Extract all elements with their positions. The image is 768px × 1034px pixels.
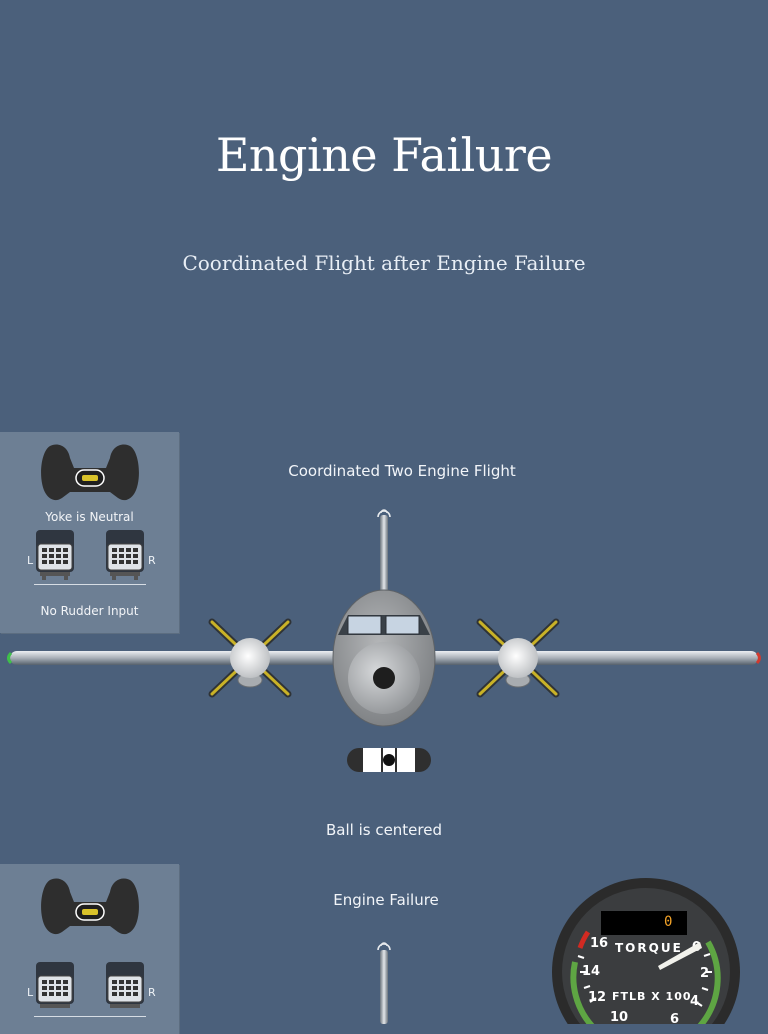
controls-panel-engine-failure: L R	[0, 864, 179, 1034]
gauge-scale-6: 6	[670, 1012, 680, 1027]
yoke-status-label: Yoke is Neutral	[45, 510, 134, 524]
ball-status-caption: Ball is centered	[325, 821, 442, 839]
gauge-scale-12: 12	[588, 990, 607, 1005]
gauge-scale-14: 14	[582, 964, 601, 979]
yoke-icon	[41, 444, 139, 501]
section-caption-engine-failure: Engine Failure	[333, 891, 439, 909]
gauge-scale-16: 16	[590, 936, 609, 951]
twin-engine-aircraft-diagram	[7, 509, 761, 727]
left-pedal-label: L	[27, 554, 34, 567]
torque-gauge-label: TORQUE	[615, 941, 683, 955]
page-title: Engine Failure	[215, 128, 553, 182]
pedal-baseline	[34, 1016, 146, 1017]
right-pedal-label: R	[148, 986, 156, 999]
pedal-baseline	[34, 584, 146, 585]
section-caption: Coordinated Two Engine Flight	[288, 462, 516, 480]
torque-gauge	[552, 878, 740, 1024]
rudder-status-label: No Rudder Input	[40, 604, 139, 618]
gauge-scale-2: 2	[700, 966, 710, 981]
torque-units-label: FTLB X 100	[612, 990, 692, 1003]
aircraft-tail-mast	[377, 942, 391, 1024]
torque-digital-readout: 0	[664, 914, 673, 930]
left-rudder-pedal-icon	[36, 962, 74, 1008]
right-pedal-label: R	[148, 554, 156, 567]
page-subtitle: Coordinated Flight after Engine Failure	[182, 251, 586, 275]
right-rudder-pedal-icon	[106, 530, 144, 580]
right-rudder-pedal-icon	[106, 962, 144, 1008]
gauge-scale-4: 4	[690, 994, 700, 1009]
controls-panel: Yoke is Neutral L R No Rudder Input	[0, 432, 179, 633]
yoke-icon	[41, 878, 139, 935]
gauge-scale-0: 0	[692, 940, 702, 955]
gauge-scale-10: 10	[610, 1010, 629, 1025]
slip-skid-ball-indicator	[347, 748, 431, 772]
left-rudder-pedal-icon	[36, 530, 74, 580]
left-pedal-label: L	[27, 986, 34, 999]
